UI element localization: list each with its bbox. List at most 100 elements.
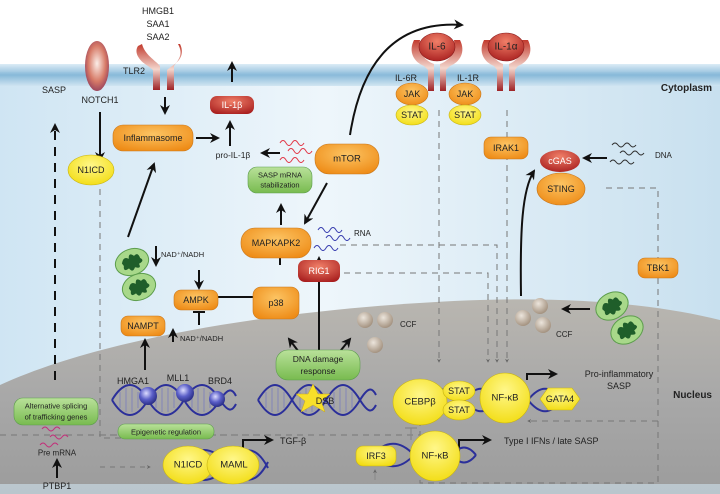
mapkapk2-label: MAPKAPK2 — [252, 238, 301, 248]
stat-label-a: STAT — [448, 386, 470, 396]
inflammasome-label: Inflammasome — [123, 133, 182, 143]
n1icd-label-cytoplasm: N1ICD — [77, 165, 105, 175]
nfkb-node-sasp — [479, 372, 531, 424]
alt-splicing-label-1: Alternative splicing — [25, 402, 88, 411]
n1icd-node-cytoplasm — [67, 154, 115, 186]
mll1-label: MLL1 — [167, 373, 190, 383]
n1icd-label-nucleus: N1ICD — [174, 460, 203, 471]
ccf-label-right: CCF — [556, 330, 573, 339]
gata4-label: GATA4 — [546, 394, 574, 404]
tbk1-label: TBK1 — [647, 263, 670, 273]
ccf-cluster-right — [515, 298, 551, 333]
type1-ifn-label: Type I IFNs / late SASP — [504, 436, 599, 446]
p38-label: p38 — [268, 298, 283, 308]
nad-label-top: NAD⁺/NADH — [161, 250, 204, 259]
stat-label-b: STAT — [448, 405, 470, 415]
mtor-node — [314, 143, 380, 175]
stat-label-il6: STAT — [401, 110, 423, 120]
pro-inflammatory-label-1: Pro-inflammatory — [585, 369, 654, 379]
mapkapk2-node — [240, 227, 312, 259]
ampk-node — [173, 289, 219, 311]
histone-mll1 — [176, 384, 194, 402]
il1a-label: IL-1α — [494, 42, 517, 53]
tlr2-ligand-saa1: SAA1 — [146, 19, 169, 29]
irak1-label: IRAK1 — [493, 143, 519, 153]
il1r-receptor — [481, 32, 531, 91]
rna-label: RNA — [354, 229, 372, 238]
rig1-to-nucleus-dashed — [340, 244, 499, 363]
cgas-node — [540, 150, 580, 172]
il1a-ligand — [487, 32, 525, 62]
ccf-label-center: CCF — [400, 320, 417, 329]
cgas-label: cGAS — [548, 156, 572, 166]
stat-node-b — [442, 399, 476, 421]
brd4-label: BRD4 — [208, 376, 232, 386]
jak-label-il6: JAK — [404, 89, 421, 99]
dsb-label: DSB — [316, 396, 335, 406]
notch1-label: NOTCH1 — [81, 95, 118, 105]
tlr2-label: TLR2 — [123, 66, 145, 76]
mrna-squiggles-red — [279, 140, 313, 163]
pro-inflammatory-label-2: SASP — [607, 381, 631, 391]
mtor-secretion-arrow — [349, 19, 464, 136]
irf3-loop-dashed — [419, 421, 659, 484]
irf3-node — [355, 445, 397, 467]
histone-brd4 — [209, 391, 225, 407]
alt-splicing-label-2: of trafficking genes — [25, 413, 88, 422]
ccf-cluster-center — [357, 312, 393, 353]
maml-label: MAML — [220, 460, 247, 471]
ampk-label: AMPK — [183, 295, 209, 305]
dna-label: DNA — [655, 151, 673, 160]
cebpb-inhibition — [405, 427, 417, 440]
nfkb-label-sasp: NF-κB — [492, 393, 519, 404]
notch1-receptor — [85, 41, 109, 91]
ddr-label-1: DNA damage — [293, 354, 344, 364]
il1r-label: IL-1R — [457, 73, 480, 83]
nfkb1-to-pro-inflammatory-arrow — [526, 369, 558, 380]
cebpb-label: CEBPβ — [404, 397, 436, 408]
histone-hmga1 — [139, 387, 157, 405]
sasp-mrna-label-2: stabilization — [260, 181, 299, 190]
irf3-label: IRF3 — [366, 451, 386, 461]
dsb-star — [295, 383, 331, 413]
ptbp1-label: PTBP1 — [43, 481, 72, 491]
pre-mrna-squiggles — [39, 426, 69, 448]
sting-node — [536, 172, 586, 206]
sasp-label: SASP — [42, 85, 66, 95]
il6-label: IL-6 — [428, 42, 446, 53]
maml-node — [206, 445, 260, 485]
nucleus-label: Nucleus — [673, 390, 712, 401]
nfkb-label-ifn: NF-κB — [422, 451, 449, 462]
rna-squiggles-blue — [313, 227, 351, 251]
pro-il1b-label: pro-IL-1β — [216, 150, 251, 160]
mtor-label: mTOR — [333, 154, 361, 165]
pre-mrna-label: Pre mRNA — [38, 449, 77, 458]
dna-helix-dsb — [257, 384, 377, 416]
dna-squiggles — [609, 142, 645, 165]
jak-label-il1: JAK — [457, 89, 474, 99]
rig1-node — [298, 260, 340, 282]
inflammasome-node — [112, 124, 194, 152]
sasp-mrna-label-1: SASP mRNA — [258, 171, 302, 180]
rig1-label: RIG1 — [308, 266, 329, 276]
epigenetic-label: Epigenetic regulation — [131, 428, 201, 437]
mtor-to-mapkapk2-arrow — [304, 182, 328, 225]
tlr2-receptor — [136, 44, 182, 90]
nucleus-region — [0, 299, 720, 494]
stat-node-il1 — [448, 104, 482, 126]
ddr-node — [275, 349, 361, 381]
cytoplasm-label: Cytoplasm — [661, 83, 712, 94]
nfkb-node-ifn — [409, 430, 461, 482]
p38-to-nucleus-dashed — [300, 272, 490, 363]
il1b-label: IL-1β — [222, 100, 243, 110]
nad-label-bottom: NAD⁺/NADH — [180, 334, 223, 343]
sting-label: STING — [547, 184, 575, 194]
epigenetic-regulation-node — [117, 423, 215, 440]
stat-label-il1: STAT — [454, 110, 476, 120]
sasp-mrna-stabilization-node — [247, 166, 313, 194]
tbk1-node — [637, 257, 679, 279]
tlr2-ligand-saa2: SAA2 — [146, 32, 169, 42]
il1b-node — [210, 96, 254, 114]
irak1-node — [483, 136, 529, 160]
